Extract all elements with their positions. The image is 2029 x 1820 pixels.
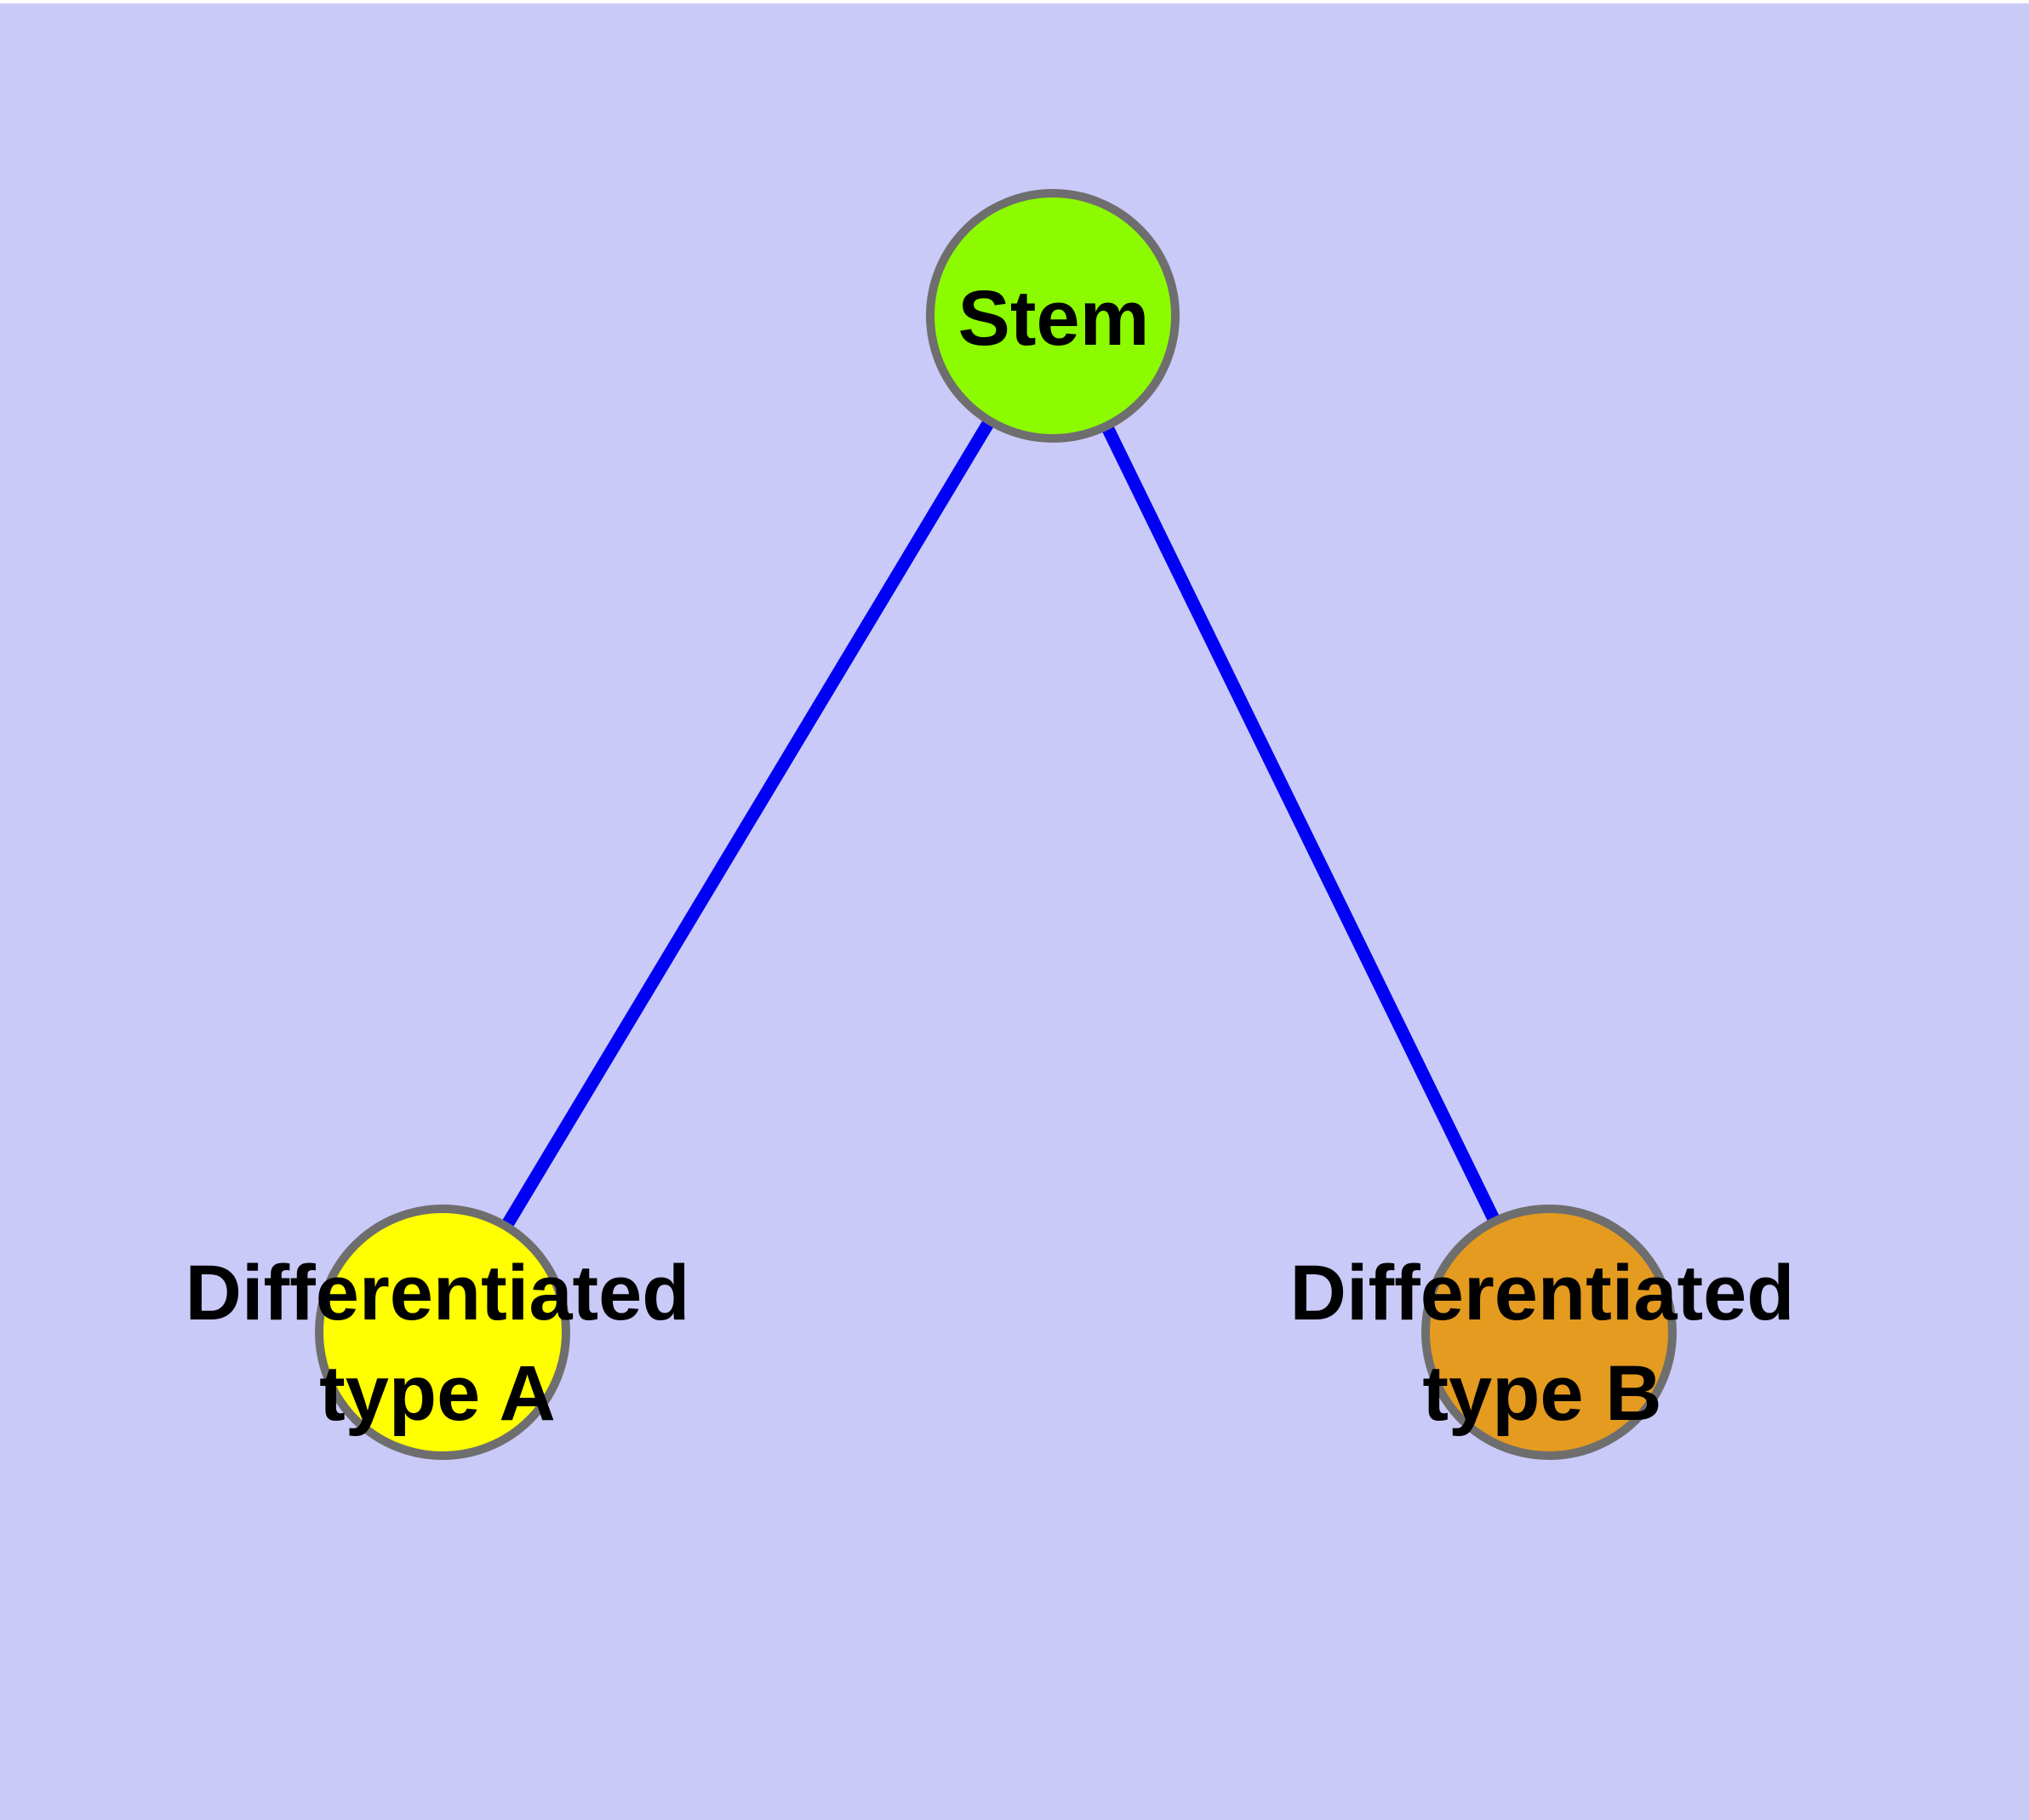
node-differentiated-type-b-label: Differentiated type B [1290,1243,1795,1444]
node-differentiated-type-a-label: Differentiated type A [186,1243,690,1444]
node-differentiated-type-a [315,1205,570,1460]
label-line-2: type B [1422,1350,1662,1437]
label-line-2: type A [319,1350,556,1437]
edge-stem-to-type-a [437,312,1059,1336]
label-line-1: Differentiated [185,1250,690,1336]
node-stem-label: Stem [957,275,1150,362]
node-stem [926,189,1180,443]
top-margin [0,0,2029,3]
edge-stem-to-type-b [1047,312,1555,1336]
node-differentiated-type-b [1421,1205,1677,1460]
label-line-1: Differentiated [1289,1250,1795,1336]
